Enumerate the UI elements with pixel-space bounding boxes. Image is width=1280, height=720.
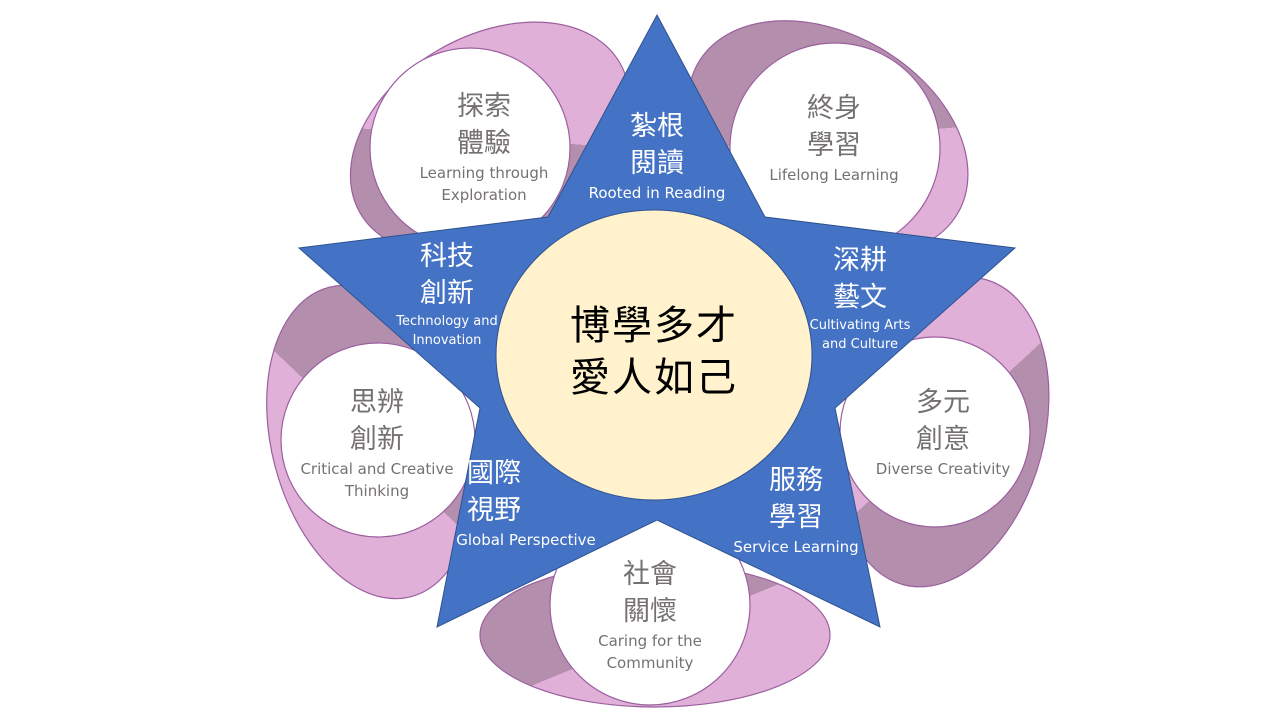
zh-line: 社會 bbox=[623, 559, 677, 590]
star-label-global: 國際 視野 Global Perspective bbox=[456, 455, 596, 551]
en-line: and Culture bbox=[822, 337, 898, 352]
petal-label-thinking: 思辨 創新 Critical and Creative Thinking bbox=[300, 384, 453, 502]
zh-line: 紮根 bbox=[630, 111, 684, 142]
en-line: Cultivating Arts bbox=[809, 318, 911, 333]
en-line: Caring for the bbox=[598, 632, 702, 650]
center-line-2: 愛人如己 bbox=[570, 355, 738, 401]
star-label-technology: 科技 創新 Technology and Innovation bbox=[396, 238, 497, 350]
star-label-reading: 紮根 閱讀 Rooted in Reading bbox=[589, 108, 726, 204]
petal-label-community: 社會 關懷 Caring for the Community bbox=[598, 556, 702, 674]
en-line: Learning through bbox=[419, 164, 549, 182]
en-line: Innovation bbox=[412, 333, 482, 348]
zh-line: 學習 bbox=[768, 502, 823, 533]
en-line: Diverse Creativity bbox=[875, 460, 1011, 478]
zh-line: 國際 bbox=[467, 458, 521, 489]
zh-line: 閱讀 bbox=[630, 148, 684, 179]
petal-label-lifelong: 終身 學習 Lifelong Learning bbox=[769, 90, 898, 186]
en-line: Global Perspective bbox=[456, 531, 596, 549]
zh-line: 視野 bbox=[467, 495, 521, 526]
en-line: Critical and Creative bbox=[300, 460, 454, 478]
center-circle bbox=[495, 209, 813, 501]
en-line: Technology and bbox=[396, 314, 498, 329]
petal-label-exploration: 探索 體驗 Learning through Exploration bbox=[420, 88, 549, 206]
zh-line: 科技 bbox=[419, 241, 474, 272]
en-line: Rooted in Reading bbox=[588, 184, 726, 202]
zh-line: 創新 bbox=[419, 278, 474, 309]
petal-label-creativity: 多元 創意 Diverse Creativity bbox=[876, 384, 1010, 480]
zh-line: 探索 bbox=[456, 91, 511, 122]
star-label-service: 服務 學習 Service Learning bbox=[733, 462, 858, 558]
zh-line: 服務 bbox=[768, 465, 823, 496]
en-line: Service Learning bbox=[733, 538, 859, 556]
en-line: Community bbox=[606, 654, 694, 672]
zh-line: 深耕 bbox=[833, 245, 887, 276]
en-line: Exploration bbox=[441, 186, 527, 204]
en-line: Thinking bbox=[344, 482, 410, 500]
zh-line: 創新 bbox=[349, 424, 404, 455]
center-line-1: 博學多才 bbox=[570, 303, 738, 349]
zh-line: 體驗 bbox=[456, 128, 511, 159]
zh-line: 關懷 bbox=[623, 596, 677, 627]
zh-line: 終身 bbox=[806, 93, 861, 124]
zh-line: 藝文 bbox=[833, 282, 887, 313]
zh-line: 創意 bbox=[915, 424, 970, 455]
center-motto: 博學多才 愛人如己 bbox=[570, 300, 738, 404]
zh-line: 學習 bbox=[806, 130, 861, 161]
en-line: Lifelong Learning bbox=[769, 166, 899, 184]
star-label-arts: 深耕 藝文 Cultivating Arts and Culture bbox=[810, 242, 911, 354]
zh-line: 思辨 bbox=[349, 387, 404, 418]
zh-line: 多元 bbox=[915, 387, 970, 418]
